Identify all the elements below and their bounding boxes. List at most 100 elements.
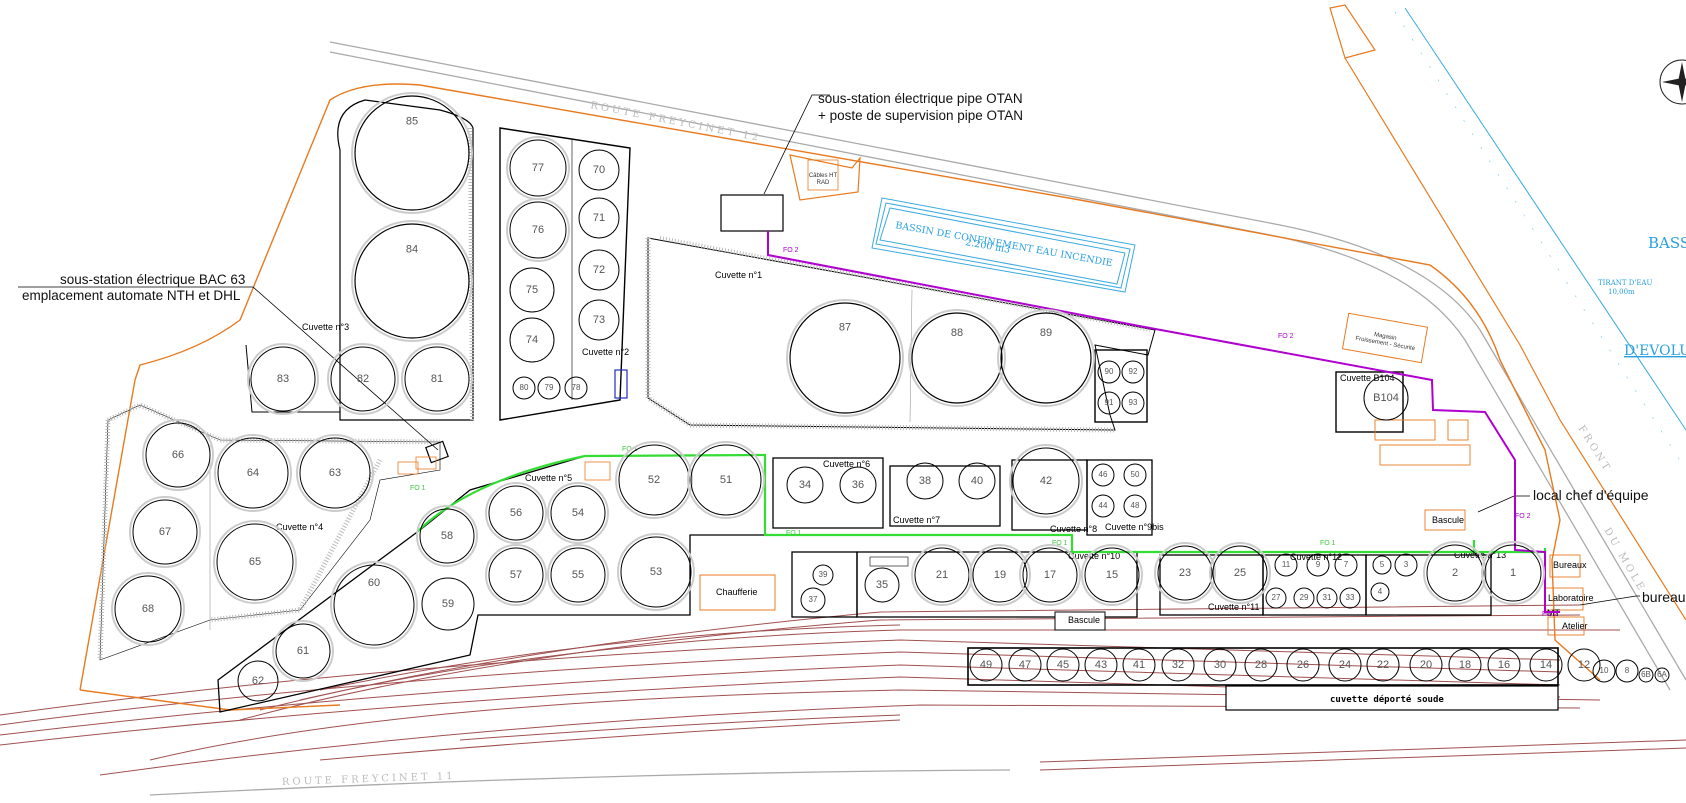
atelier-label: Atelier: [1562, 621, 1588, 631]
cuvette-6: [772, 457, 884, 529]
tank-76: [509, 201, 567, 259]
laboratoire-label: Laboratoire: [1548, 593, 1594, 603]
tank-89-ring: [997, 309, 1095, 407]
cables-ht-enclosure: [789, 154, 861, 201]
tank-72: [578, 249, 620, 291]
tank-58: [419, 508, 475, 564]
tank-74: [509, 317, 555, 363]
cuvette-b104-label: Cuvette B104: [1340, 373, 1395, 383]
tank-label-7: 7: [1344, 560, 1349, 569]
tank-76-ring: [506, 198, 570, 262]
tank-label-71: 71: [593, 212, 605, 224]
tank-61: [275, 623, 331, 679]
tank-52-ring: [615, 441, 693, 519]
tank-label-87: 87: [839, 322, 851, 334]
tank-label-89: 89: [1040, 327, 1052, 339]
tank-label-67: 67: [159, 526, 171, 538]
tank-17-ring: [1019, 544, 1081, 606]
tank-label-37: 37: [809, 595, 818, 604]
tank-89: [1000, 312, 1092, 404]
tank-label-5: 5: [1380, 560, 1385, 569]
cuvette-6-label: Cuvette n°6: [823, 459, 870, 469]
tank-20: [1409, 648, 1443, 682]
tank-42: [1012, 447, 1080, 515]
tank-label-36: 36: [852, 479, 864, 491]
tank-18: [1448, 648, 1482, 682]
tank-label-41: 41: [1133, 659, 1145, 671]
tank-label-65: 65: [249, 556, 261, 568]
tank-label-78: 78: [572, 383, 581, 392]
tank-label-35: 35: [876, 579, 888, 591]
tank-81: [404, 346, 470, 412]
bascule-building: [1054, 611, 1106, 631]
bureaux-leader: [1579, 595, 1640, 606]
tank-50: [1123, 463, 1147, 487]
tank-label-9: 9: [1316, 560, 1321, 569]
tank-51: [690, 444, 762, 516]
bureaux-annotation: bureaux: [1642, 589, 1686, 605]
tank-85-ring: [351, 92, 473, 214]
cuvette-4-label: Cuvette n°4: [276, 522, 323, 532]
tank-29: [1293, 587, 1315, 609]
tank-27: [1265, 587, 1287, 609]
tank-label-79: 79: [545, 383, 554, 392]
tank-label-84: 84: [406, 244, 418, 256]
tank-label-22: 22: [1377, 659, 1389, 671]
tank-label-88: 88: [951, 327, 963, 339]
cuvette-12-label: Cuvette n°12: [1290, 552, 1342, 562]
cuvette-7: [889, 465, 1001, 527]
tank-label-75: 75: [526, 284, 538, 296]
tank-60: [333, 564, 415, 646]
tank-label-49: 49: [980, 659, 992, 671]
tank-23: [1157, 545, 1213, 601]
water-label-evolu: D'EVOLU: [1624, 343, 1686, 359]
tank-label-82: 82: [357, 373, 369, 385]
tank-label-59: 59: [442, 598, 454, 610]
tank-label-93: 93: [1129, 398, 1138, 407]
fo1-label-c: FO 1: [786, 530, 802, 537]
tank-61-ring: [272, 620, 334, 682]
tank-63-ring: [296, 434, 374, 512]
tank-37: [800, 587, 826, 613]
fiber-fo1: [416, 453, 1547, 554]
tank-label-52: 52: [648, 474, 660, 486]
tank-label-24: 24: [1339, 659, 1351, 671]
tank-label-31: 31: [1323, 593, 1332, 602]
bac63-leader-line: [18, 286, 439, 451]
tank-8: [1615, 659, 1639, 683]
tank-label-17: 17: [1044, 569, 1056, 581]
tank-label-57: 57: [510, 569, 522, 581]
cuvette-2: [499, 127, 631, 421]
cuvette-5: [217, 454, 776, 713]
tank-57: [488, 547, 544, 603]
tank-65-ring: [213, 520, 297, 604]
cuvette-12: [1262, 554, 1367, 616]
compass-rose-icon: [1659, 59, 1686, 105]
otan-annotation-line2: + poste de supervision pipe OTAN: [818, 108, 1023, 123]
cables-ht-label-2: RAD: [817, 180, 830, 186]
tank-label-73: 73: [593, 314, 605, 326]
tank-7: [1334, 553, 1358, 577]
otan-annotation-line1: sous-station électrique pipe OTAN: [818, 91, 1023, 106]
tank-14: [1529, 648, 1563, 682]
tank-87-ring: [786, 299, 904, 417]
tank-51-ring: [687, 441, 765, 519]
tank-56: [488, 485, 544, 541]
tank-label-12: 12: [1578, 659, 1590, 671]
tank-11: [1274, 553, 1298, 577]
tank-label-81: 81: [431, 373, 443, 385]
tank-label-68: 68: [142, 603, 154, 615]
tank-67-ring: [129, 496, 201, 568]
fire-water-basin: [871, 197, 1136, 293]
tank-63: [299, 437, 371, 509]
tank-label-43: 43: [1095, 659, 1107, 671]
tank-25-ring: [1209, 542, 1271, 604]
chef-equipe-annotation: local chef d'équipe: [1533, 487, 1649, 503]
fo1-label-a: FO 1: [410, 485, 426, 492]
road-front: FRONT: [1575, 424, 1612, 475]
tank-label-25: 25: [1234, 567, 1246, 579]
tank-71: [578, 197, 620, 239]
tank-3: [1394, 553, 1418, 577]
tank-58-ring: [416, 505, 478, 567]
tank-47: [1008, 648, 1042, 682]
